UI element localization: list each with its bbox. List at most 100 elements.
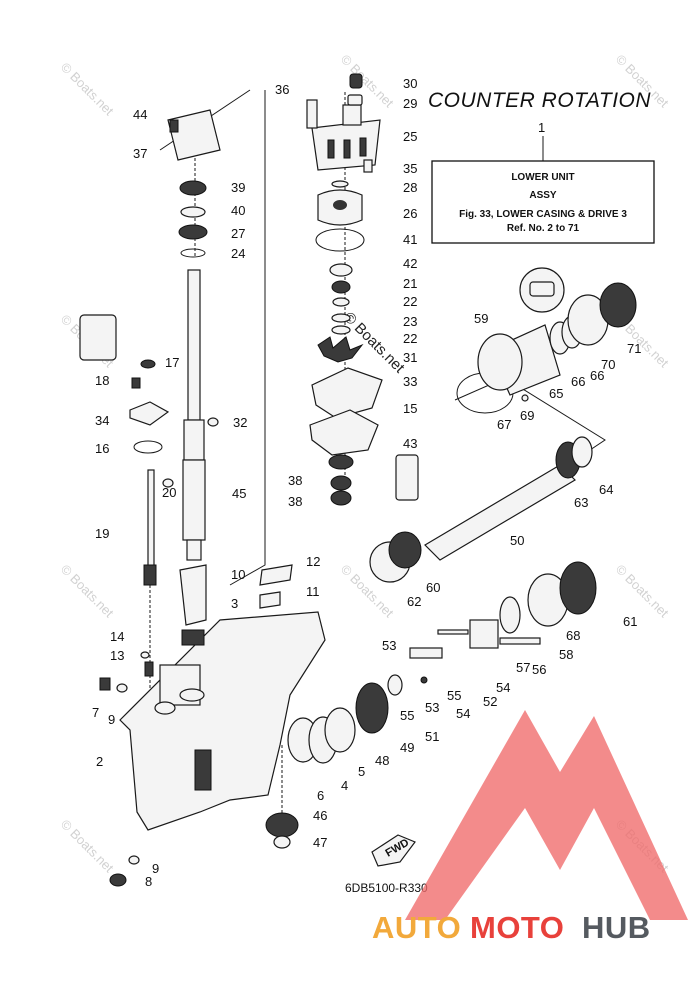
callout-number: 58	[559, 647, 573, 662]
callout-number: 61	[623, 614, 637, 629]
callout-number: 38	[288, 494, 302, 509]
callout-number: 12	[306, 554, 320, 569]
brand-text-moto: MOTO	[470, 910, 564, 945]
callout-number: 37	[133, 146, 147, 161]
watermark-center: © Boats.net	[340, 309, 408, 377]
part-skeg-details	[371, 834, 416, 867]
ref-box-line1: LOWER UNIT	[511, 172, 574, 183]
callout-number: 28	[403, 180, 417, 195]
callout-number: 52	[483, 694, 497, 709]
callout-number: 40	[231, 203, 245, 218]
callout-number: 24	[231, 246, 245, 261]
ref-box-line4: Ref. No. 2 to 71	[507, 223, 580, 234]
brand-text-auto: AUTO	[372, 910, 461, 945]
callout-number: 66	[571, 374, 585, 389]
callout-number: 31	[403, 350, 417, 365]
callout-number: 3	[231, 596, 238, 611]
callout-number: 7	[92, 705, 99, 720]
callout-number: 43	[403, 436, 417, 451]
callout-number: 29	[403, 96, 417, 111]
watermark-text: © Boats.net	[58, 60, 117, 119]
callout-number: 54	[456, 706, 470, 721]
watermark-text: © Boats.net	[338, 52, 397, 111]
callout-number: 4	[341, 778, 348, 793]
callout-number: 67	[497, 417, 511, 432]
callout-number: 13	[110, 648, 124, 663]
callout-number: 41	[403, 232, 417, 247]
callout-number: 60	[426, 580, 440, 595]
callout-number: 17	[165, 355, 179, 370]
part-lower-casing	[99, 611, 326, 887]
callout-number: 71	[627, 341, 641, 356]
brand-text-hub: HUB	[582, 910, 651, 945]
callout-number: 18	[95, 373, 109, 388]
watermark-text: © Boats.net	[58, 817, 117, 876]
callout-number: 53	[425, 700, 439, 715]
diagram-code: 6DB5100-R330	[345, 881, 428, 895]
callout-number: 9	[108, 712, 115, 727]
callout-number: 35	[403, 161, 417, 176]
callout-number: 27	[231, 226, 245, 241]
ref-box-line3: Fig. 33, LOWER CASING & DRIVE 3	[459, 209, 627, 220]
callout-number: 16	[95, 441, 109, 456]
logo-mountain-shape	[405, 710, 688, 920]
watermark-text: © Boats.net	[613, 562, 672, 621]
callout-number: 66	[590, 368, 604, 383]
callout-number: 45	[232, 486, 246, 501]
diagram-heading: COUNTER ROTATION	[428, 89, 651, 112]
callout-number: 55	[400, 708, 414, 723]
callout-number: 21	[403, 276, 417, 291]
callout-number: 55	[447, 688, 461, 703]
callout-number: 22	[403, 294, 417, 309]
callout-number: 33	[403, 374, 417, 389]
callout-number: 42	[403, 256, 417, 271]
callout-number: 44	[133, 107, 147, 122]
callout-number: 36	[275, 82, 289, 97]
callout-number: 48	[375, 753, 389, 768]
callout-number: 63	[574, 495, 588, 510]
callout-number: 22	[403, 331, 417, 346]
automotohub-logo: AUTO MOTO HUB	[372, 710, 688, 945]
callout-number: 20	[162, 485, 176, 500]
callout-number: 14	[110, 629, 124, 644]
callout-number: 15	[403, 401, 417, 416]
callout-number: 32	[233, 415, 247, 430]
callout-number: 65	[549, 386, 563, 401]
callout-number: 62	[407, 594, 421, 609]
callout-number: 69	[520, 408, 534, 423]
part-forward-gear-bearings	[265, 647, 443, 849]
part-drive-sleeves	[179, 564, 293, 646]
callout-number: 68	[566, 628, 580, 643]
callout-number: 54	[496, 680, 510, 695]
callout-number: 70	[601, 357, 615, 372]
callout-number: 23	[403, 314, 417, 329]
part-water-pump-housing	[306, 73, 381, 173]
part-bearing-housing	[395, 267, 637, 501]
callout-number: 9	[152, 861, 159, 876]
callout-number: 30	[403, 76, 417, 91]
callout-number: 47	[313, 835, 327, 850]
watermark-text: © Boats.net	[58, 562, 117, 621]
part-propeller-shaft	[369, 436, 597, 627]
callout-number: 38	[288, 473, 302, 488]
part-impeller-cup	[315, 180, 365, 252]
callout-number: 46	[313, 808, 327, 823]
callout-number: 5	[358, 764, 365, 779]
callout-number: 8	[145, 874, 152, 889]
callout-numbers: 3029362544373528392640412742242122232231…	[92, 76, 641, 889]
part-shift-rod	[79, 314, 174, 586]
callout-number: 26	[403, 206, 417, 221]
ref-box-number: 1	[538, 120, 545, 135]
callout-number: 53	[382, 638, 396, 653]
callout-number: 64	[599, 482, 613, 497]
callout-number: 6	[317, 788, 324, 803]
part-seals-and-washers	[317, 263, 364, 363]
callout-number: 57	[516, 660, 530, 675]
callout-number: 25	[403, 129, 417, 144]
part-drive-shaft-upper	[167, 109, 221, 561]
reference-box: 1 LOWER UNIT ASSY Fig. 33, LOWER CASING …	[431, 120, 655, 244]
callout-number: 10	[231, 567, 245, 582]
callout-number: 49	[400, 740, 414, 755]
callout-number: 50	[510, 533, 524, 548]
